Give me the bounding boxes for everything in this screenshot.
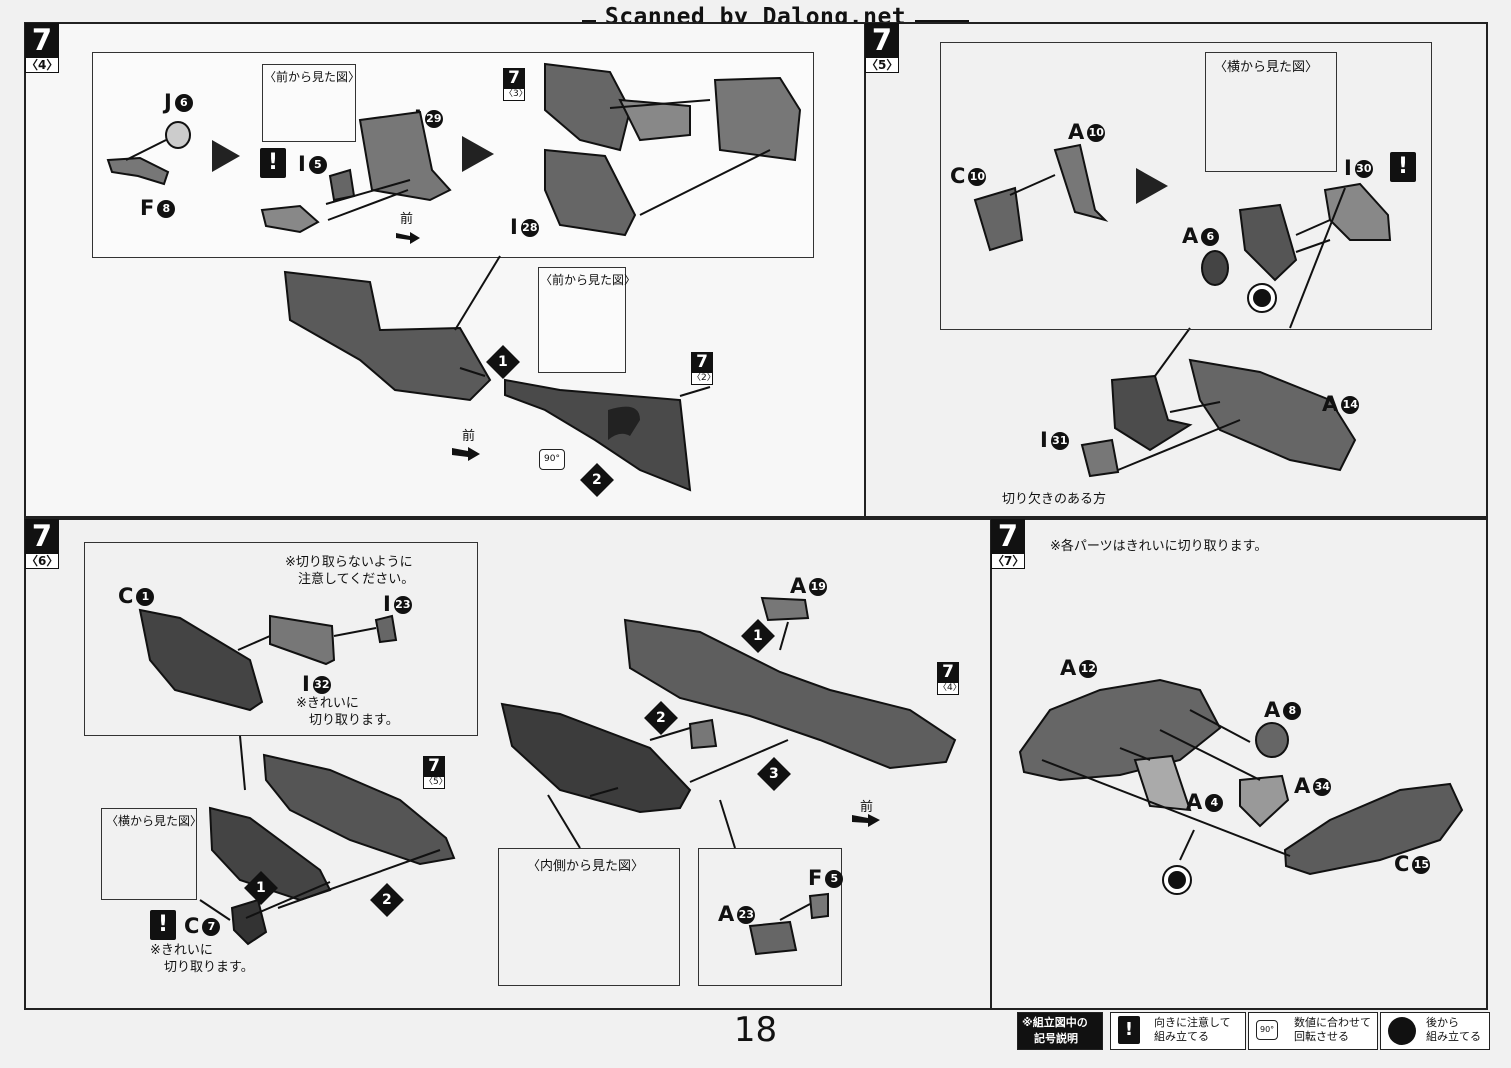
legend-item-3-line1: 後から	[1426, 1016, 1459, 1029]
ref-step-7-4: 7〈4〉	[937, 662, 962, 695]
panel-step-7-7	[990, 518, 1488, 1010]
panel-step-7-4	[24, 22, 866, 518]
legend-warning-icon: !	[1118, 1016, 1140, 1044]
clean-cut-note-c7-1: ※きれいに	[150, 943, 213, 958]
watermark-line-right	[915, 20, 969, 22]
front-view-callout-2	[538, 267, 626, 373]
side-view-callout	[1205, 52, 1337, 172]
legend-item-1-line1: 向きに注意して	[1154, 1016, 1231, 1029]
step-badge-7-4: 7〈4〉	[25, 23, 59, 73]
inner-view-tag: 〈内側から見た図〉	[527, 859, 645, 874]
ref-step-7-3: 7〈3〉	[503, 68, 528, 101]
clean-cut-all-parts-note: ※各パーツはきれいに切り取ります。	[1050, 539, 1268, 554]
legend-item-1-line2: 組み立てる	[1154, 1030, 1209, 1043]
warning-icon-c7: !	[150, 910, 176, 940]
inner-view-callout	[498, 848, 680, 986]
a23-detail-callout	[698, 848, 842, 986]
legend-item-rotate	[1248, 1012, 1378, 1050]
panel-7-6-upper-box	[84, 542, 478, 736]
step-badge-7-7: 7〈7〉	[991, 519, 1025, 569]
front-direction-label-3: 前	[860, 800, 874, 815]
legend-item-2-line2: 回転させる	[1294, 1030, 1349, 1043]
front-view-callout	[262, 64, 356, 142]
side-view-tag: 〈横から見た図〉	[1214, 60, 1319, 75]
legend-title-2: 記号説明	[1034, 1032, 1078, 1045]
rotate-90-label: 90°	[539, 449, 565, 470]
warning-icon-i30: !	[1390, 152, 1416, 182]
step-badge-7-6: 7〈6〉	[25, 519, 59, 569]
legend-rotate-icon: 90°	[1256, 1020, 1279, 1040]
legend-title-1: ※組立図中の	[1022, 1016, 1088, 1029]
notch-side-note: 切り欠きのある方	[1002, 492, 1107, 507]
panel-step-7-5	[864, 22, 1488, 518]
clean-cut-note-1: ※きれいに	[296, 696, 359, 711]
panel-7-5-upper-box	[940, 42, 1432, 330]
front-view-tag: 〈前から見た図〉	[264, 70, 361, 84]
ref-step-7-2: 7〈2〉	[691, 352, 716, 385]
front-direction-label: 前	[400, 212, 414, 227]
careful-cut-note-2: 注意してください。	[298, 572, 415, 587]
step-badge-7-5: 7〈5〉	[865, 23, 899, 73]
warning-icon: !	[260, 148, 286, 178]
careful-cut-note-1: ※切り取らないように	[285, 555, 413, 570]
ref-step-7-5: 7〈5〉	[423, 756, 448, 789]
front-view-tag-2: 〈前から見た図〉	[540, 273, 637, 287]
legend-item-3-line2: 組み立てる	[1426, 1030, 1481, 1043]
clean-cut-note-c7-2: 切り取ります。	[164, 960, 254, 975]
legend-later-icon	[1388, 1017, 1416, 1045]
watermark-line-left	[582, 20, 596, 22]
front-direction-label-2: 前	[462, 429, 476, 444]
legend-item-2-line1: 数値に合わせて	[1294, 1016, 1371, 1029]
side-view-callout-c7	[101, 808, 197, 900]
side-view-tag-c7: 〈横から見た図〉	[106, 814, 203, 828]
clean-cut-note-2: 切り取ります。	[309, 713, 399, 728]
page-number: 18	[733, 1010, 778, 1050]
legend-title-box	[1017, 1012, 1103, 1050]
